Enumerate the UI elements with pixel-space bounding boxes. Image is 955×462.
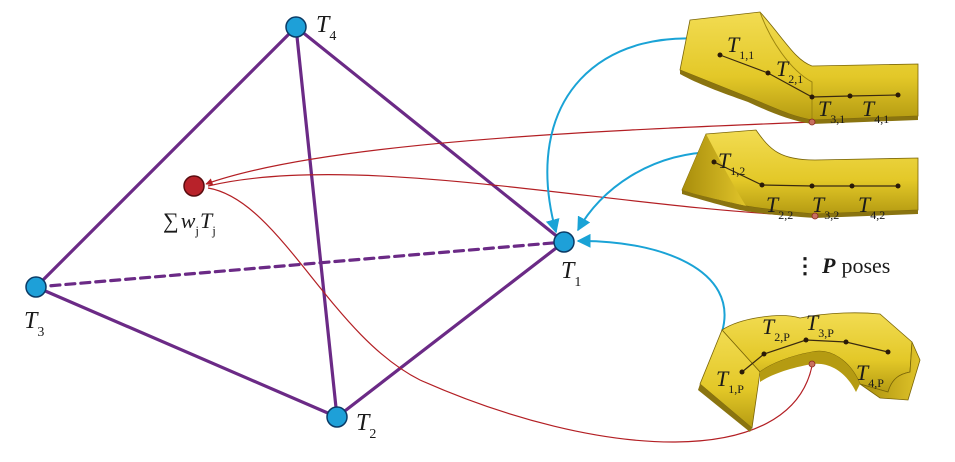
tetrahedron-edges [34,25,566,419]
red-curve-pose-P [207,187,813,443]
pose-1-label-3: T3,1 [818,96,845,126]
label-t1: T1 [561,258,581,290]
pose-1-label-4: T4,1 [862,96,889,126]
blue-arrow-pose-1 [545,37,729,234]
red-curves [205,121,816,443]
node-t3 [25,276,47,298]
pose-2-label-4: T4,2 [858,192,885,222]
edge-t3-t1-hidden [34,240,566,289]
node-t1 [553,231,575,253]
blue-arrow-pose-P [576,233,726,333]
pose-2-t3-marker [811,212,819,220]
red-curve-pose-2 [207,173,816,217]
node-t4 [285,16,307,38]
label-t4: T4 [316,12,336,44]
pose-2-shape [681,129,919,220]
pose-2-front [682,190,918,218]
pose-p-label-1: T1,P [716,366,744,396]
blue-arrows [545,37,729,333]
pose-1-fold [759,11,813,120]
edge-t3-t2 [34,285,339,419]
label-t2: T2 [356,410,376,442]
pose-1-joints [717,52,901,100]
pose-p-label-4: T4,P [856,360,884,390]
pose-p-label-3: T3,P [806,310,834,340]
tetrahedron-nodes [25,16,575,428]
edge-t1-t2 [335,240,566,419]
edge-t4-t2 [294,25,339,419]
edge-t4-t3 [34,25,298,289]
pose-2-side [682,134,746,206]
pose-1-surface [679,11,919,121]
pose-p-shape [698,312,921,432]
node-t2 [326,406,348,428]
pose-p-t3-marker [808,360,816,368]
pose-1-label-2: T2,1 [776,56,803,86]
pose-1-label-1: T1,1 [727,32,754,62]
pose-p-left-front [698,384,752,432]
pose-p-joints [739,337,891,375]
pose-p-right-block [859,341,921,401]
pose-p-label-2: T2,P [762,314,790,344]
pose-1-shape [679,11,919,126]
red-curve-pose-1 [205,121,813,186]
pose-1-front [680,70,918,124]
weighted-node [183,175,205,197]
label-weighted-sum: ∑wjTj [163,208,216,238]
pose-p-arch-inner [760,351,860,392]
pose-2-label-1: T1,2 [718,148,745,178]
edge-t4-t1 [294,25,566,244]
blue-arrow-pose-2 [577,151,719,232]
pose-2-label-3: T3,2 [812,192,839,222]
pose-2-label-2: T2,2 [766,192,793,222]
pose-1-t3-marker [808,118,816,126]
label-t3: T3 [24,308,44,340]
pose-2-joints [711,159,901,189]
